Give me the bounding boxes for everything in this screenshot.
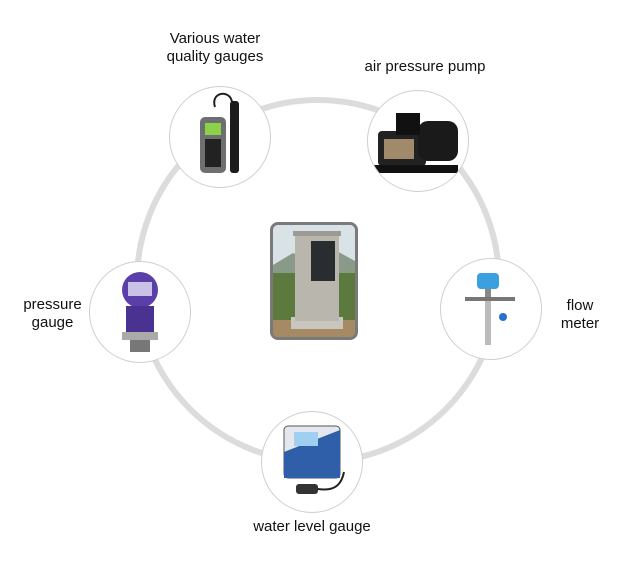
water-level-gauge-node: [261, 411, 363, 513]
pressure-transmitter-icon: [122, 272, 158, 352]
flow-meter-label: flow meter: [560, 297, 600, 332]
air-pump-label: air pressure pump: [364, 58, 486, 75]
water-level-label: water level gauge: [253, 518, 371, 535]
water-quality-meter-icon: [200, 92, 239, 173]
pressure-gauge-label: pressure gauge: [23, 296, 82, 331]
center-cabinet-photo: [270, 222, 358, 340]
water-quality-gauge-node: [169, 86, 271, 188]
flow-meter-node: [440, 258, 542, 360]
pressure-gauge-node: [89, 261, 191, 363]
water-quality-label: Various water quality gauges: [166, 30, 264, 65]
water-level-controller-icon: [283, 425, 345, 494]
air-pressure-pump-node: [367, 90, 469, 192]
air-pump-icon: [374, 113, 458, 173]
flow-meter-icon: [465, 273, 515, 345]
